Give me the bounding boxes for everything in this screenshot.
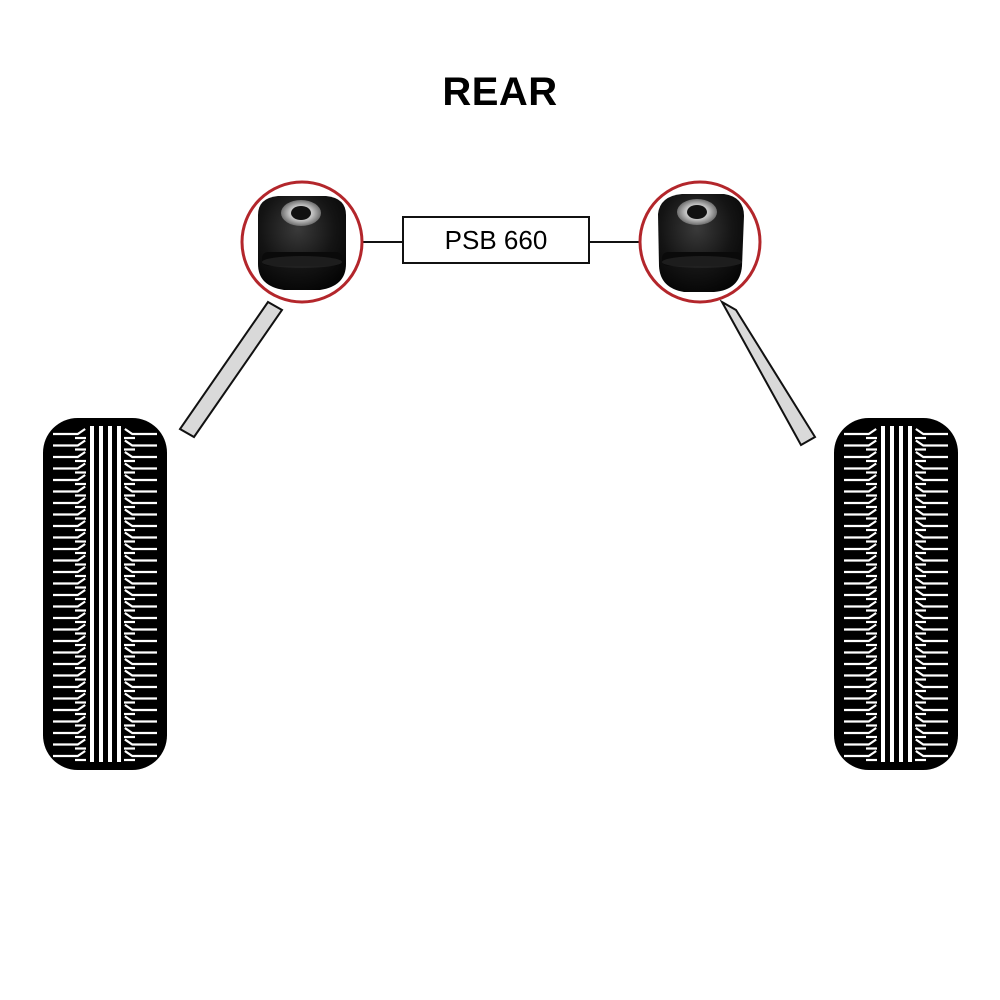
link-arm-left (178, 300, 284, 439)
bush-icon (258, 196, 346, 290)
bush-highlight-left (240, 180, 364, 304)
tyre-icon (834, 418, 958, 770)
tyre-left (43, 418, 167, 770)
tyre-icon (43, 418, 167, 770)
bush-icon (658, 194, 744, 292)
tyre-right (834, 418, 958, 770)
part-number-label: PSB 660 (402, 216, 590, 264)
link-arm-right (719, 299, 817, 447)
diagram-title: REAR (442, 70, 558, 114)
bush-highlight-right (638, 180, 762, 304)
